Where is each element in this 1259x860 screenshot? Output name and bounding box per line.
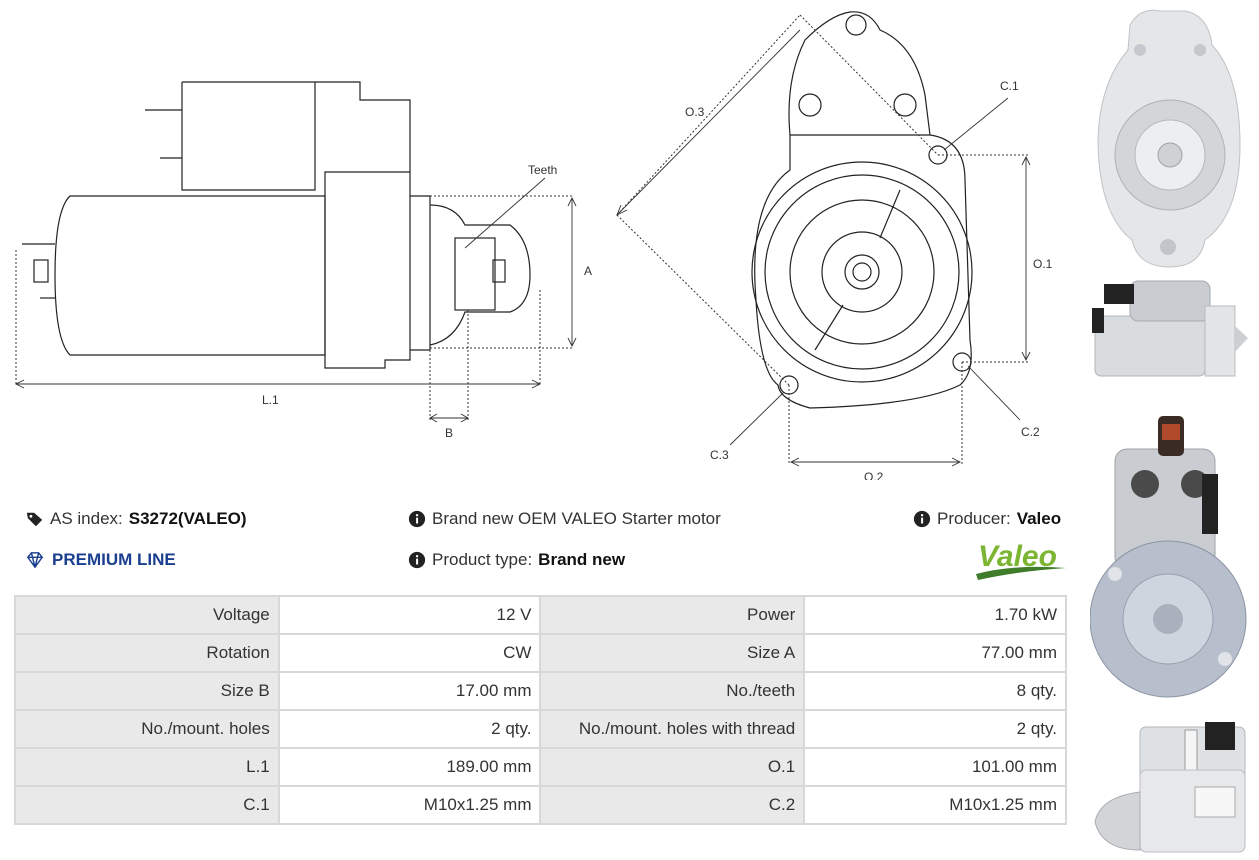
label-teeth: Teeth (528, 163, 557, 177)
producer-label: Producer: (937, 509, 1011, 528)
spec-value: M10x1.25 mm (803, 785, 1067, 825)
valeo-logo: Valeo (976, 540, 1066, 580)
product-type-row: Product type: Brand new (408, 550, 625, 570)
label-a: A (584, 264, 592, 278)
spec-key: L.1 (14, 747, 280, 787)
spec-key: C.1 (14, 785, 280, 825)
spec-value: 1.70 kW (803, 595, 1067, 635)
product-photo-label-side (1094, 722, 1246, 853)
label-o2: O.2 (864, 470, 884, 480)
front-view (751, 11, 973, 409)
product-photo-rear (1090, 416, 1247, 698)
front-view-dimensions (616, 14, 1031, 467)
spec-key: Voltage (14, 595, 280, 635)
label-l1: L.1 (262, 393, 279, 407)
spec-value: 8 qty. (803, 671, 1067, 711)
as-index: AS index: S3272(VALEO) (26, 509, 247, 529)
side-view (22, 81, 531, 369)
spec-value: M10x1.25 mm (277, 785, 542, 825)
spec-key: Size A (539, 633, 806, 673)
spec-key: Size B (14, 671, 280, 711)
side-view-dimensions (14, 177, 577, 423)
tag-icon (26, 512, 43, 527)
technical-drawing: Teeth A L.1 B (14, 11, 1053, 480)
info-icon (408, 510, 426, 528)
product-photo-side (1092, 280, 1248, 377)
spec-value: 2 qty. (277, 709, 542, 749)
spec-value: CW (277, 633, 542, 673)
product-type-value: Brand new (538, 550, 626, 569)
label-c3: C.3 (710, 448, 729, 462)
spec-key: No./teeth (539, 671, 806, 711)
spec-value: 101.00 mm (803, 747, 1067, 787)
as-index-label: AS index: (50, 509, 123, 528)
info-icon (913, 510, 931, 528)
spec-value: 189.00 mm (277, 747, 542, 787)
spec-key: No./mount. holes with thread (539, 709, 806, 749)
premium-line-badge: PREMIUM LINE (26, 550, 176, 570)
label-b: B (445, 426, 453, 440)
description-row: Brand new OEM VALEO Starter motor (408, 509, 721, 529)
premium-line-label: PREMIUM LINE (52, 550, 176, 569)
spec-key: No./mount. holes (14, 709, 280, 749)
product-photo-front (1097, 9, 1241, 268)
product-type-label: Product type: (432, 550, 533, 569)
as-index-value: S3272(VALEO) (128, 509, 247, 528)
spec-value: 77.00 mm (803, 633, 1067, 673)
label-c1: C.1 (1000, 79, 1019, 93)
spec-value: 2 qty. (803, 709, 1067, 749)
spec-key: Rotation (14, 633, 280, 673)
label-c2: C.2 (1021, 425, 1040, 439)
producer-value: Valeo (1016, 509, 1062, 528)
spec-key: O.1 (539, 747, 806, 787)
spec-value: 12 V (277, 595, 542, 635)
spec-value: 17.00 mm (277, 671, 542, 711)
producer-row: Producer: Valeo (913, 509, 1061, 529)
label-o1: O.1 (1033, 257, 1053, 271)
description-text: Brand new OEM VALEO Starter motor (432, 509, 721, 528)
diamond-icon (26, 552, 44, 569)
spec-key: Power (539, 595, 806, 635)
label-o3: O.3 (685, 105, 705, 119)
info-icon (408, 551, 426, 569)
spec-key: C.2 (539, 785, 806, 825)
